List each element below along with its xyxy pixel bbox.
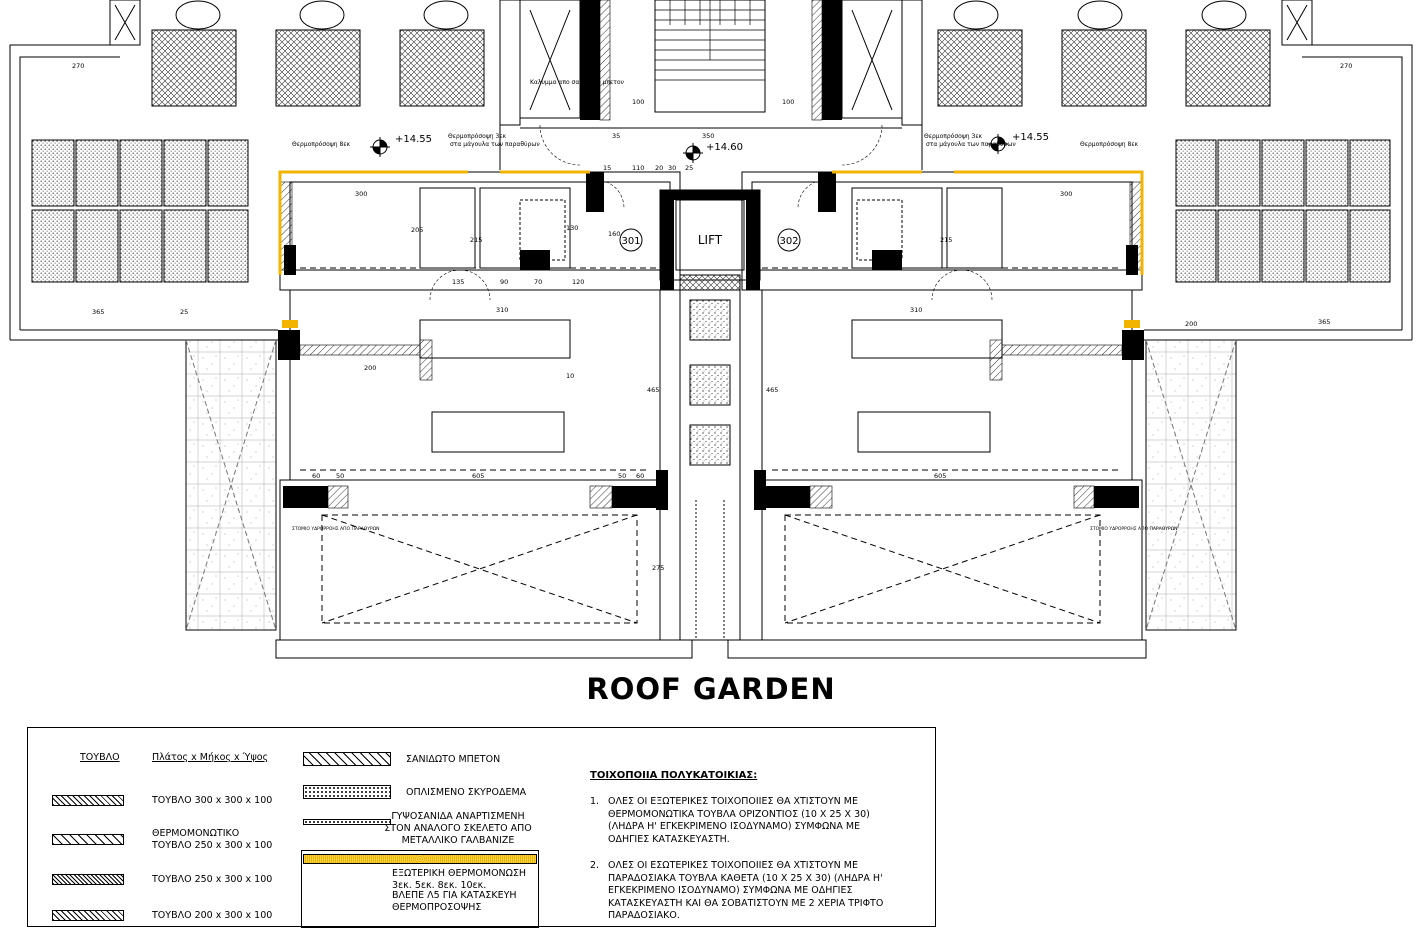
dim: 100 [782, 98, 794, 106]
solar-collectors [151, 0, 1271, 107]
dim: 270 [1340, 62, 1352, 70]
dim: 300 [1060, 190, 1072, 198]
lift-label: LIFT [698, 233, 723, 247]
dim: 605 [472, 472, 484, 480]
legend-brick-header: ΤΟΥΒΛΟ [80, 752, 120, 763]
apartment-tags: 301 302 [619, 228, 801, 252]
dim: 70 [534, 278, 542, 286]
dim: 15 [603, 164, 611, 172]
dim: 205 [411, 226, 423, 234]
dim: 275 [652, 564, 664, 572]
legend-slab-concrete: ΣΑΝΙΔΩΤΟ ΜΠΕΤΟΝ [406, 754, 501, 765]
level-center: +14.60 [706, 142, 743, 153]
note-1-number: 1. [590, 796, 600, 807]
dim: 605 [934, 472, 946, 480]
dim: 200 [364, 364, 376, 372]
callout-thermal-3-sub-right: στα μάγουλα των παραθύρων [926, 141, 1016, 148]
callout-thermal-3-sub-left: στα μάγουλα των παραθύρων [450, 141, 540, 148]
dim: 90 [500, 278, 508, 286]
legend-swatch-insulation [303, 854, 537, 864]
dim: 200 [1185, 320, 1197, 328]
dim: 130 [566, 224, 578, 232]
legend-swatch-slab-concrete [303, 752, 391, 766]
legend-brick-300: ΤΟΥΒΛΟ 300 x 300 x 100 [152, 795, 273, 806]
dim: 160 [608, 230, 620, 238]
dim: 30 [668, 164, 676, 172]
exterior-insulation [278, 170, 1144, 328]
dim: 135 [452, 278, 464, 286]
dim: 215 [940, 236, 952, 244]
dim: 60 [312, 472, 320, 480]
callouts: Θερμοπρόσοψη 8εκ Θερμοπρόσοψη 8εκ Θερμοπ… [292, 79, 1178, 532]
legend-see-l5: ΒΛΕΠΕ Λ5 ΓΙΑ ΚΑΤΑΣΚΕΥΗ ΘΕΡΜΟΠΡΟΣΟΨΗΣ [392, 890, 517, 913]
dim: 270 [72, 62, 84, 70]
legend-swatch-brick-300 [52, 795, 124, 806]
dim: 25 [685, 164, 693, 172]
dim: 50 [336, 472, 344, 480]
legend-insulation: ΕΞΩΤΕΡΙΚΗ ΘΕΡΜΟΜΟΝΩΣΗ 3εκ. 5εκ. 8εκ. 10ε… [392, 868, 527, 891]
dim: 120 [572, 278, 584, 286]
callout-thermal-3-right: Θερμοπρόσοψη 3εκ [924, 133, 983, 140]
door-swings [429, 124, 993, 301]
level-left: +14.55 [395, 134, 432, 145]
dim: 50 [618, 472, 626, 480]
note-1-text: ΟΛΕΣ ΟΙ ΕΞΩΤΕΡΙΚΕΣ ΤΟΙΧΟΠΟΙΙΕΣ ΘΑ ΧΤΙΣΤΟ… [608, 796, 870, 845]
dim: 25 [180, 308, 188, 316]
columns [278, 0, 1144, 510]
dim: 35 [612, 132, 620, 140]
legend-gypsum: ΓΥΨΟΣΑΝΙΔΑ ΑΝΑΡΤΙΣΜΕΝΗ ΣΤΟΝ ΑΝΑΛΟΓΟ ΣΚΕΛ… [384, 811, 532, 846]
legend-swatch-brick-200 [52, 910, 124, 921]
legend-brick-250: ΤΟΥΒΛΟ 250 x 300 x 100 [152, 874, 273, 885]
dim: 110 [632, 164, 644, 172]
side-terraces [185, 339, 1237, 631]
note-2-text: ΟΛΕΣ ΟΙ ΕΣΩΤΕΡΙΚΕΣ ΤΟΙΧΟΠΟΙΙΕΣ ΘΑ ΧΤΙΣΤΟ… [608, 860, 884, 921]
dim: 20 [655, 164, 663, 172]
callout-thermal-3-left: Θερμοπρόσοψη 3εκ [448, 133, 507, 140]
dimensions: 270 270 350 110 20 30 25 15 40 35 300 30… [72, 62, 1352, 572]
callout-spout-left: ΣΤΟΜΙΟ ΥΔΡΟΡΡΟΗΣ ΑΠΟ ΠΑΡΑΘΥΡΩΝ [292, 526, 380, 532]
note-2: 2. ΟΛΕΣ ΟΙ ΕΣΩΤΕΡΙΚΕΣ ΤΟΙΧΟΠΟΙΙΕΣ ΘΑ ΧΤΙ… [590, 860, 890, 921]
dim: 310 [910, 306, 922, 314]
callout-thermal-8-left: Θερμοπρόσοψη 8εκ [292, 141, 351, 148]
hatched-walls [279, 0, 1143, 509]
dim: 465 [766, 386, 778, 394]
dim: 365 [92, 308, 104, 316]
note-1: 1. ΟΛΕΣ ΟΙ ΕΞΩΤΕΡΙΚΕΣ ΤΟΙΧΟΠΟΙΙΕΣ ΘΑ ΧΤΙ… [590, 796, 890, 845]
legend-brick-200: ΤΟΥΒΛΟ 200 x 300 x 100 [152, 910, 273, 921]
apartment-301: 301 [621, 236, 640, 247]
callout-cover: Καλυμμα απο σανιδωτο μπετον [530, 79, 625, 86]
legend-swatch-reinforced [303, 785, 391, 799]
dim: 365 [1318, 318, 1330, 326]
callout-thermal-8-right: Θερμοπρόσοψη 8εκ [1080, 141, 1139, 148]
level-right: +14.55 [1012, 132, 1049, 143]
legend-swatch-gypsum [303, 819, 391, 825]
dim: 310 [496, 306, 508, 314]
legend-thermal-brick: ΘΕΡΜΟΜΟΝΩΤΙΚΟ ΤΟΥΒΛΟ 250 x 300 x 100 [152, 828, 273, 851]
legend-size-header: Πλάτος x Μήκος x Ύψος [152, 752, 269, 763]
level-markers: +14.55 +14.60 +14.55 [370, 132, 1049, 163]
dim: 10 [566, 372, 574, 380]
dim: 40 [596, 206, 604, 214]
dim: 60 [636, 472, 644, 480]
dim: 215 [470, 236, 482, 244]
legend-swatch-brick-250 [52, 874, 124, 885]
page-title: ROOF GARDEN [586, 672, 836, 706]
note-2-number: 2. [590, 860, 600, 871]
corridor-slabs [679, 274, 741, 466]
apartment-302: 302 [779, 236, 798, 247]
notes-title: ΤΟΙΧΟΠΟΙΙΑ ΠΟΛΥΚΑΤΟΙΚΙΑΣ: [590, 770, 758, 781]
dim: 465 [647, 386, 659, 394]
legend-swatch-thermal-brick [52, 834, 124, 845]
legend-insulation-frame [301, 850, 539, 928]
legend-box: ΤΟΥΒΛΟ Πλάτος x Μήκος x Ύψος ΤΟΥΒΛΟ 300 … [27, 727, 936, 928]
callout-spout-right: ΣΤΟΜΙΟ ΥΔΡΟΡΡΟΗΣ ΑΠΟ ΠΑΡΑΘΥΡΩΝ [1090, 526, 1178, 532]
dim: 300 [355, 190, 367, 198]
dim: 350 [702, 132, 714, 140]
legend-reinforced: ΟΠΛΙΣΜΕΝΟ ΣΚΥΡΟΔΕΜΑ [406, 787, 527, 798]
solar-panels [31, 139, 1391, 283]
dim: 100 [632, 98, 644, 106]
